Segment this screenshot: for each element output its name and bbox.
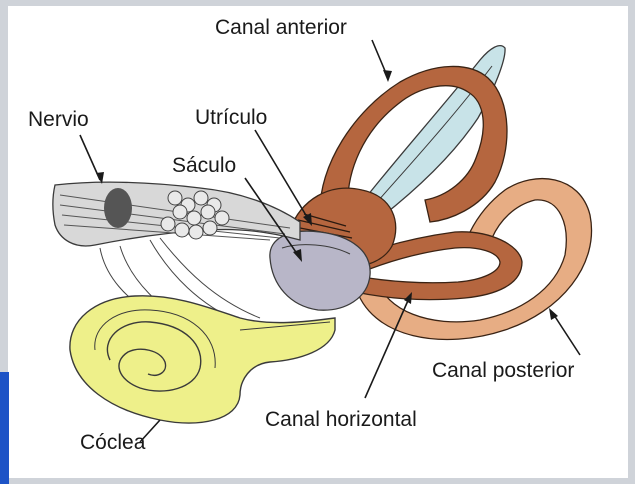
label-nervio: Nervio xyxy=(28,108,89,131)
label-canal-anterior: Canal anterior xyxy=(215,16,347,39)
side-accent xyxy=(0,372,9,484)
label-canal-horizontal: Canal horizontal xyxy=(265,408,417,431)
label-saculo: Sáculo xyxy=(172,154,236,177)
label-coclea: Cóclea xyxy=(80,431,146,454)
label-canal-posterior: Canal posterior xyxy=(432,359,574,382)
label-utriculo: Utrículo xyxy=(195,106,267,129)
nerve-cross-section xyxy=(104,188,132,228)
